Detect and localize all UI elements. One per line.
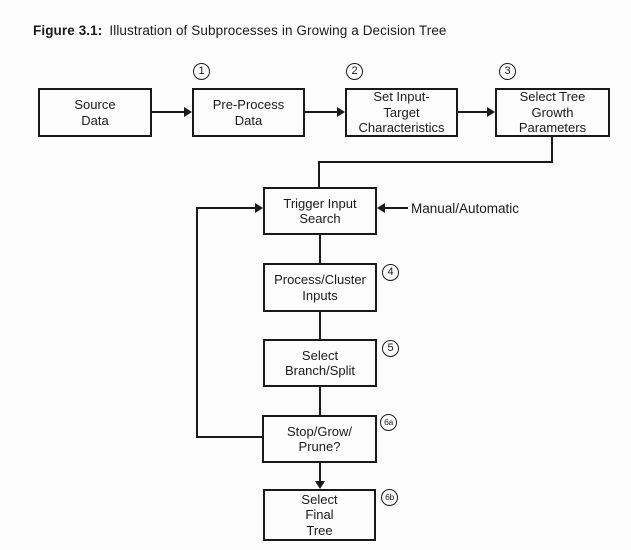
node-label-select-tree-growth: Select Tree Growth Parameters bbox=[518, 89, 587, 136]
arrowhead-feedback-to-trigger bbox=[255, 203, 263, 213]
figure-number-label: Figure 3.1: bbox=[33, 23, 103, 38]
flow-node-pre-process: Pre-Process Data bbox=[192, 88, 305, 137]
node-label-stop-grow-prune: Stop/Grow/ Prune? bbox=[286, 423, 353, 455]
flow-node-source-data: Source Data bbox=[38, 88, 152, 137]
flow-node-select-tree-growth: Select Tree Growth Parameters bbox=[495, 88, 610, 137]
figure-caption: Illustration of Subprocesses in Growing … bbox=[109, 23, 447, 38]
step-badge-6a: 6a bbox=[380, 414, 397, 431]
arrowhead-manual-automatic bbox=[377, 203, 385, 213]
figure-title: Figure 3.1: Illustration of Subprocesses … bbox=[33, 23, 447, 38]
manual-automatic-label: Manual/Automatic bbox=[411, 201, 520, 216]
connector-branch-to-stop bbox=[319, 387, 321, 415]
arrowhead-preprocess-to-setinput bbox=[337, 107, 345, 117]
step-badge-2: 2 bbox=[346, 63, 363, 80]
connector-stop-to-final bbox=[319, 463, 321, 482]
flow-node-select-branch-split: Select Branch/Split bbox=[263, 339, 377, 387]
flow-node-select-final-tree: Select Final Tree bbox=[263, 489, 376, 541]
connector-selecttree-down bbox=[551, 137, 553, 163]
step-badge-6b: 6b bbox=[381, 489, 398, 506]
step-badge-1: 1 bbox=[193, 63, 210, 80]
flow-node-stop-grow-prune: Stop/Grow/ Prune? bbox=[262, 415, 377, 463]
node-label-trigger-input-search: Trigger Input Search bbox=[283, 195, 357, 227]
step-badge-5: 5 bbox=[382, 340, 399, 357]
node-label-source-data: Source Data bbox=[74, 97, 116, 128]
connector-setinput-to-selecttree bbox=[458, 111, 488, 113]
node-label-pre-process: Pre-Process Data bbox=[212, 97, 285, 128]
connector-preprocess-to-setinput bbox=[305, 111, 338, 113]
step-badge-3: 3 bbox=[499, 63, 516, 80]
arrowhead-stop-to-final bbox=[315, 481, 325, 489]
arrowhead-setinput-to-selecttree bbox=[487, 107, 495, 117]
flow-node-process-cluster: Process/Cluster Inputs bbox=[263, 263, 377, 312]
flow-node-trigger-input-search: Trigger Input Search bbox=[263, 187, 377, 235]
node-label-select-branch-split: Select Branch/Split bbox=[284, 347, 356, 379]
connector-source-to-preprocess bbox=[152, 111, 185, 113]
node-label-set-input-target: Set Input- Target Characteristics bbox=[358, 89, 445, 136]
arrowhead-source-to-preprocess bbox=[184, 107, 192, 117]
connector-selecttree-horizontal bbox=[318, 161, 553, 163]
manual-automatic-line bbox=[384, 207, 408, 209]
flow-node-set-input-target: Set Input- Target Characteristics bbox=[345, 88, 458, 137]
step-badge-4: 4 bbox=[382, 264, 399, 281]
connector-trigger-to-process bbox=[319, 235, 321, 263]
feedback-line-bottom bbox=[197, 436, 262, 438]
connector-process-to-branch bbox=[319, 312, 321, 339]
feedback-line-vertical bbox=[196, 207, 198, 438]
feedback-line-top bbox=[196, 207, 255, 209]
node-label-select-final-tree: Select Final Tree bbox=[301, 491, 338, 538]
connector-into-trigger-top bbox=[318, 161, 320, 187]
node-label-process-cluster: Process/Cluster Inputs bbox=[274, 272, 366, 303]
